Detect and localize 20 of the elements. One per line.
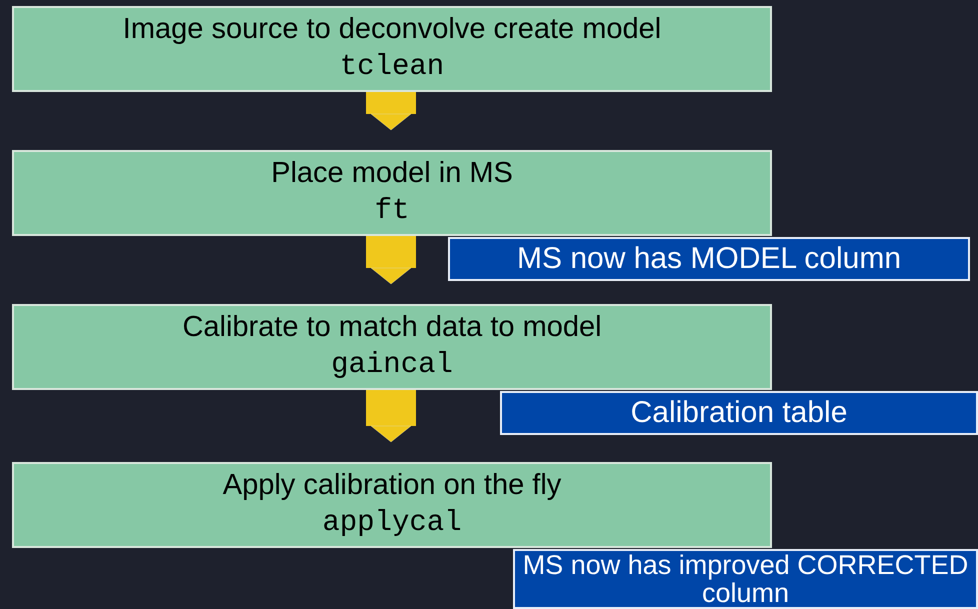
task-name: applycal	[322, 505, 462, 541]
block-arrow	[366, 92, 416, 130]
process-box	[12, 304, 772, 390]
note-box	[448, 237, 970, 281]
step-title: Image source to deconvolve create model	[122, 12, 662, 47]
task-name: tclean	[340, 49, 444, 85]
note-box	[500, 391, 978, 435]
note-text: Calibration table	[630, 396, 848, 430]
note-text: MS now has improved CORRECTED column	[522, 551, 970, 607]
step-title: Place model in MS	[271, 156, 513, 191]
process-box	[12, 462, 772, 548]
task-name: ft	[374, 193, 410, 229]
task-name: gaincal	[331, 347, 453, 383]
step-title: Calibrate to match data to model	[182, 310, 602, 345]
block-arrow	[366, 236, 416, 284]
process-box	[12, 150, 772, 236]
step-title: Apply calibration on the fly	[222, 468, 562, 503]
note-text: MS now has MODEL column	[516, 242, 902, 276]
block-arrow	[366, 390, 416, 442]
process-box	[12, 6, 772, 92]
